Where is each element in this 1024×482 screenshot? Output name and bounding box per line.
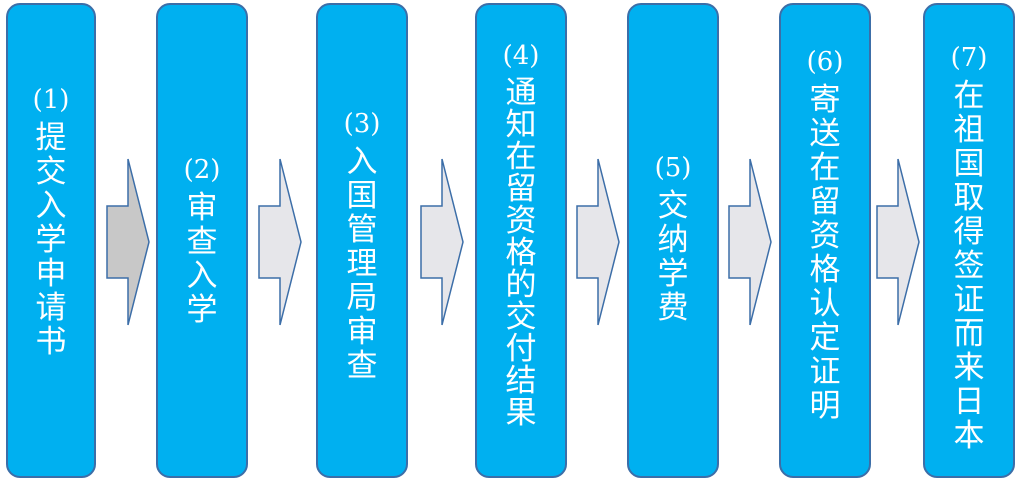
step-3-number: (3) (343, 109, 381, 139)
step-5-number: (5) (654, 153, 692, 183)
step-2-box: (2) 审查入学 (156, 3, 248, 478)
step-3-label: 入国管理局审查 (346, 144, 378, 384)
step-4-number: (4) (502, 41, 540, 71)
arrow-right-icon (728, 158, 772, 326)
step-6-number: (6) (806, 47, 844, 77)
arrow-right-icon (420, 158, 464, 326)
step-7-box: (7) 在祖国取得签证而来日本 (923, 3, 1015, 478)
step-4-box: (4) 通知在留资格的交付结果 (475, 3, 567, 478)
step-1-box: (1) 提交入学申请书 (6, 3, 96, 478)
step-5-label: 交纳学费 (657, 188, 689, 326)
step-2-label: 审查入学 (186, 190, 218, 328)
step-4-label: 通知在留资格的交付结果 (505, 75, 537, 431)
arrow-right-icon (258, 158, 302, 326)
step-7-number: (7) (950, 43, 988, 73)
arrow-right-icon (576, 158, 620, 326)
step-2-number: (2) (183, 155, 221, 185)
step-7-label: 在祖国取得签证而来日本 (953, 78, 985, 454)
arrow-right-icon (106, 158, 150, 326)
step-6-label: 寄送在留资格认定证明 (809, 82, 841, 424)
arrow-right-icon (876, 158, 920, 326)
step-6-box: (6) 寄送在留资格认定证明 (779, 3, 871, 478)
step-1-label: 提交入学申请书 (35, 120, 67, 360)
step-3-box: (3) 入国管理局审查 (316, 3, 408, 478)
step-1-number: (1) (32, 85, 70, 115)
step-5-box: (5) 交纳学费 (627, 3, 719, 478)
